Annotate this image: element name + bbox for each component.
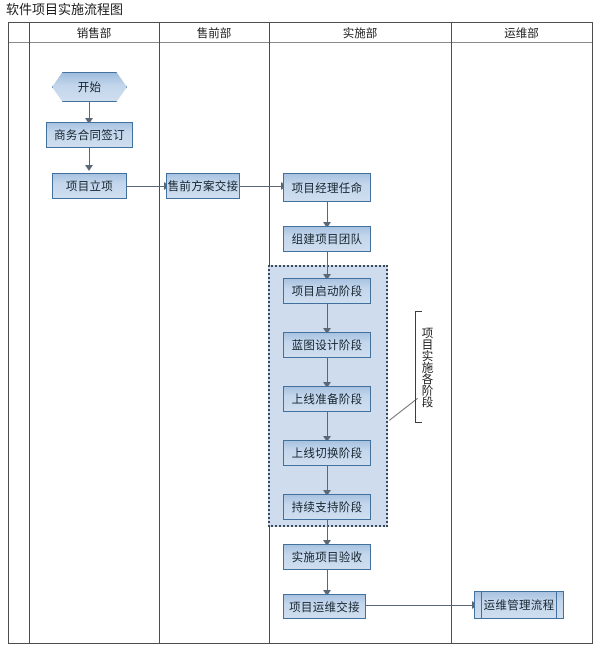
node-ops-handover[interactable]: 项目运维交接 xyxy=(283,594,366,619)
connector-pm-team xyxy=(327,202,328,226)
connector-opshandover-opsprocess xyxy=(366,605,474,606)
node-phase-prelaunch-label: 上线准备阶段 xyxy=(291,392,363,406)
arrowhead-acceptance xyxy=(323,540,331,546)
node-contract-label: 商务合同签订 xyxy=(54,128,125,142)
lane-header-presales: 售前部 xyxy=(196,26,232,40)
connector-handover-pm xyxy=(240,186,283,187)
node-phase-cutover[interactable]: 上线切换阶段 xyxy=(283,440,371,466)
node-ops-handover-label: 项目运维交接 xyxy=(289,599,360,614)
connector-setup-handover xyxy=(127,186,166,187)
node-phase-kickoff-label: 项目启动阶段 xyxy=(291,284,363,298)
connector-support-acceptance xyxy=(327,520,328,544)
page-title: 软件项目实施流程图 xyxy=(6,3,124,18)
connector-acceptance-opshandover xyxy=(327,570,328,594)
node-project-setup-label: 项目立项 xyxy=(65,179,114,193)
node-phase-kickoff[interactable]: 项目启动阶段 xyxy=(283,278,371,304)
terminator-shape xyxy=(52,72,127,102)
connector-prelaunch-cutover xyxy=(327,412,328,440)
connector-start-contract xyxy=(89,102,90,121)
connector-kickoff-blueprint xyxy=(327,304,328,332)
arrowhead-kickoff xyxy=(323,274,331,280)
swimlane-header-row: 销售部 售前部 实施部 运维部 xyxy=(9,23,592,43)
arrowhead-blueprint xyxy=(323,328,331,334)
arrowhead-contract xyxy=(85,118,93,124)
node-pm-appoint[interactable]: 项目经理任命 xyxy=(283,173,371,202)
arrowhead-prelaunch xyxy=(323,382,331,388)
lane-divider-1 xyxy=(159,23,160,643)
node-acceptance[interactable]: 实施项目验收 xyxy=(283,544,371,570)
node-contract[interactable]: 商务合同签订 xyxy=(46,122,133,148)
lane-header-sales: 销售部 xyxy=(76,26,112,40)
arrowhead-opshandover xyxy=(323,590,331,596)
connector-contract-setup xyxy=(89,148,90,168)
lane-header-implement: 实施部 xyxy=(342,26,378,40)
predefined-process-bar-left xyxy=(481,592,482,618)
node-ops-process-label: 运维管理流程 xyxy=(483,598,555,612)
node-acceptance-label: 实施项目验收 xyxy=(291,550,363,564)
connector-blueprint-prelaunch xyxy=(327,358,328,386)
phase-group-label: 项目实施各阶段 xyxy=(420,326,435,408)
arrowhead-team xyxy=(323,222,331,228)
node-project-setup[interactable]: 项目立项 xyxy=(52,173,127,199)
node-team-build[interactable]: 组建项目团队 xyxy=(283,226,371,252)
lane-header-operations: 运维部 xyxy=(504,26,539,40)
node-pm-appoint-label: 项目经理任命 xyxy=(291,180,363,195)
lane-divider-3 xyxy=(451,23,452,643)
node-phase-cutover-label: 上线切换阶段 xyxy=(291,446,363,460)
arrowhead-support xyxy=(323,490,331,496)
node-start-label: 开始 xyxy=(77,80,102,94)
node-ops-process[interactable]: 运维管理流程 xyxy=(474,591,564,619)
node-phase-support-label: 持续支持阶段 xyxy=(291,500,363,514)
connector-cutover-support xyxy=(327,466,328,494)
lane-divider-0 xyxy=(29,23,30,643)
arrowhead-cutover xyxy=(323,436,331,442)
node-team-build-label: 组建项目团队 xyxy=(291,232,363,246)
node-phase-prelaunch[interactable]: 上线准备阶段 xyxy=(283,386,371,412)
node-phase-blueprint[interactable]: 蓝图设计阶段 xyxy=(283,332,371,358)
annotation-bracket xyxy=(415,311,422,423)
node-phase-support[interactable]: 持续支持阶段 xyxy=(283,494,371,520)
predefined-process-bar-right xyxy=(556,592,557,618)
node-phase-blueprint-label: 蓝图设计阶段 xyxy=(291,338,363,352)
connector-team-kickoff xyxy=(327,252,328,278)
node-start[interactable]: 开始 xyxy=(52,72,127,102)
node-presales-handover-label: 售前方案交接 xyxy=(167,179,239,193)
node-presales-handover[interactable]: 售前方案交接 xyxy=(166,173,240,199)
arrowhead-setup xyxy=(85,165,93,171)
